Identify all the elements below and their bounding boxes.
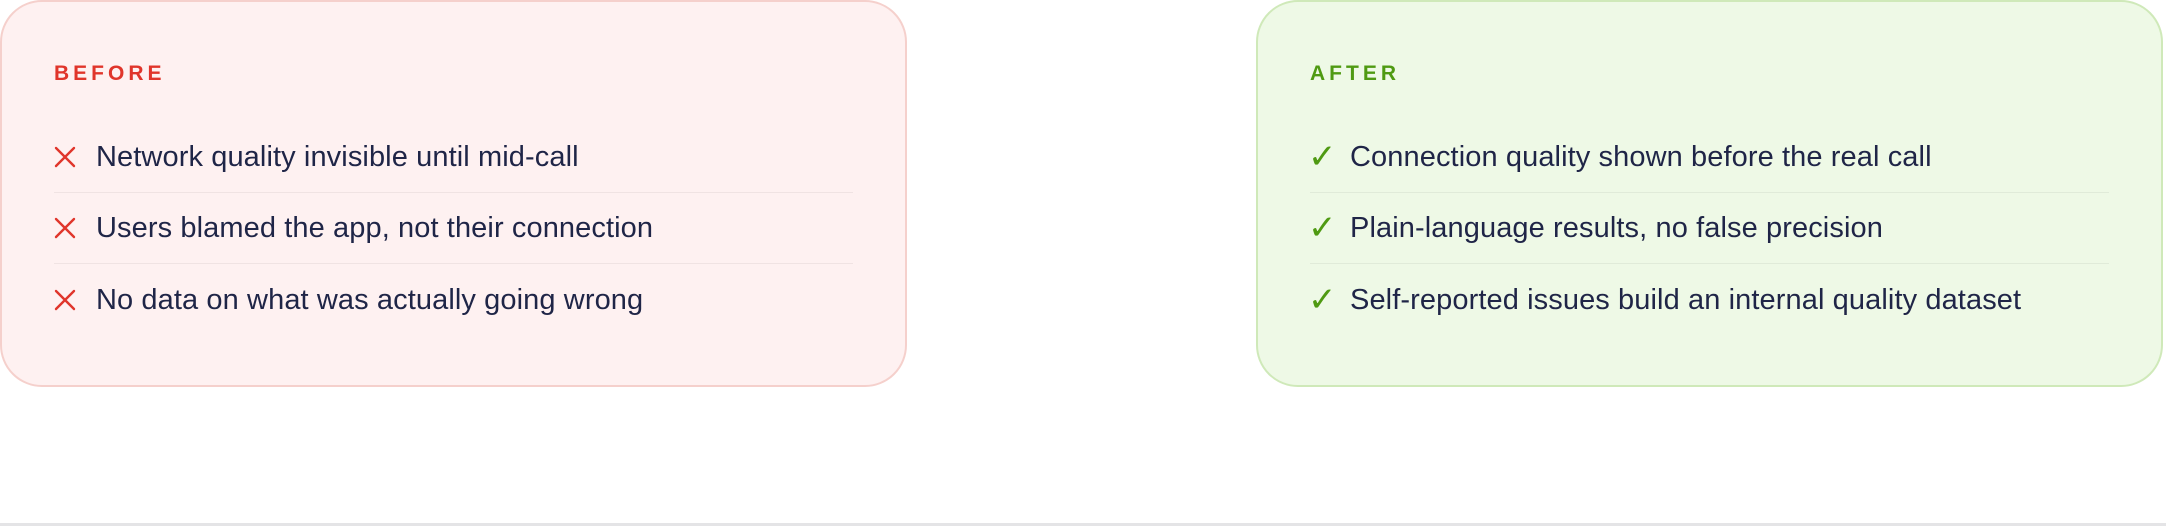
after-list-item: ✓ Self-reported issues build an internal… [1308, 264, 2109, 335]
x-icon [54, 289, 96, 311]
check-icon: ✓ [1308, 137, 1337, 177]
before-title: BEFORE [54, 62, 166, 85]
before-list-item: Network quality invisible until mid-call [54, 122, 853, 193]
check-icon: ✓ [1308, 208, 1337, 248]
after-item-text: Plain-language results, no false precisi… [1350, 212, 1883, 244]
after-list-item: ✓ Plain-language results, no false preci… [1308, 193, 2109, 264]
check-icon: ✓ [1308, 279, 1337, 320]
before-list: Network quality invisible until mid-call… [54, 122, 853, 335]
after-item-text: Connection quality shown before the real… [1350, 141, 1932, 173]
after-item-text: Self-reported issues build an internal q… [1350, 283, 2022, 316]
after-title: AFTER [1310, 62, 1400, 85]
after-list-item: ✓ Connection quality shown before the re… [1308, 122, 2109, 193]
after-card: AFTER ✓ Connection quality shown before … [1256, 0, 2163, 387]
divider-line [0, 523, 2166, 526]
before-item-text: No data on what was actually going wrong [96, 283, 644, 316]
after-list: ✓ Connection quality shown before the re… [1308, 122, 2109, 335]
before-list-item: No data on what was actually going wrong [54, 264, 853, 335]
x-icon [54, 146, 96, 168]
before-item-text: Network quality invisible until mid-call [96, 141, 579, 173]
x-icon [54, 217, 96, 239]
before-item-text: Users blamed the app, not their connecti… [96, 212, 654, 244]
before-list-item: Users blamed the app, not their connecti… [54, 193, 853, 264]
before-card: BEFORE Network quality invisible until m… [0, 0, 907, 387]
